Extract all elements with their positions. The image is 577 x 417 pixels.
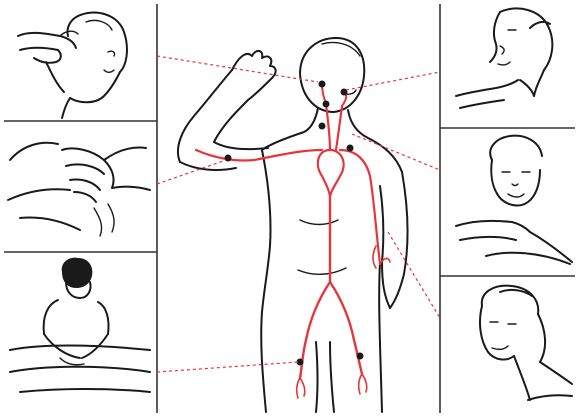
artery-network (196, 84, 390, 398)
pressure-point-carotid (323, 101, 330, 108)
pressure-point-femoral-right (357, 353, 364, 360)
figure-inner-leg-left (316, 342, 318, 412)
figure-raised-arm-outer (178, 70, 232, 162)
leader-femoral (157, 362, 298, 372)
femoral-artery-left (300, 282, 330, 378)
femoral-artery-right (330, 282, 362, 374)
brachial-artery-right (340, 150, 380, 264)
subclavian-brachial-artery-left (196, 150, 322, 161)
figure-right-arm-outer (390, 172, 408, 308)
figure-right-arm-inner (380, 186, 390, 308)
figure-left-torso (262, 150, 271, 312)
panel-femoral-pressure (10, 258, 150, 392)
panel-carotid-pressure (456, 136, 572, 264)
figure-raised-arm-inner (214, 100, 268, 149)
figure-inner-leg-right (330, 342, 334, 412)
leader-facial (346, 72, 440, 90)
panel-facial-pressure (456, 8, 552, 108)
leader-brachial (157, 160, 226, 184)
figure-left-leg-outer (261, 312, 266, 412)
pressure-point-temporal (319, 81, 326, 88)
panel-subclavian-pressure (480, 286, 572, 400)
pressure-points (225, 81, 364, 366)
panel-frames (4, 4, 575, 413)
pressure-point-subclavian-left (319, 123, 326, 130)
pressure-point-subclavian-right (347, 145, 354, 152)
panel-temporal-pressure (18, 13, 127, 118)
leader-subclavian (388, 232, 440, 318)
figure-right-shoulder (348, 110, 402, 172)
carotid-artery-right (336, 106, 342, 150)
leader-lines (157, 56, 440, 372)
figure-right-leg-outer (379, 262, 382, 412)
central-figure (178, 38, 408, 412)
panel-brachial-pressure (8, 143, 150, 236)
heart (318, 150, 344, 198)
figure-raised-hand (232, 51, 276, 100)
